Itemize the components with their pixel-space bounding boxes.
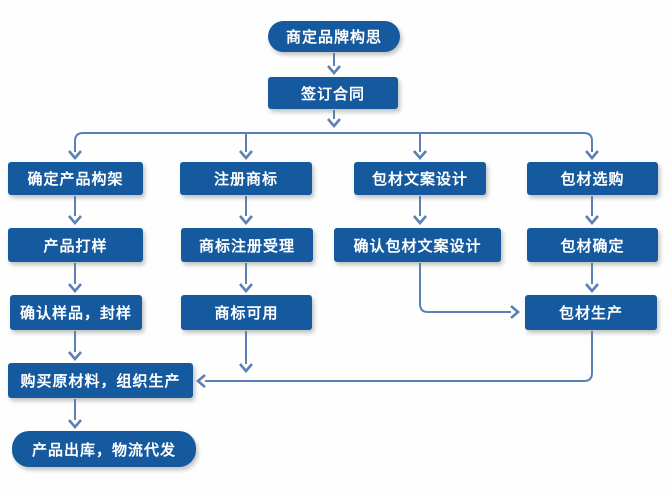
- arrowhead-down: [239, 150, 253, 160]
- arrowhead-down: [413, 150, 427, 160]
- arrowhead-down: [585, 215, 599, 225]
- arrowhead-down: [68, 150, 82, 160]
- arrowhead-down: [327, 118, 341, 128]
- arrowhead-down: [327, 65, 341, 75]
- node-purchase-materials: 购买原材料，组织生产: [8, 363, 193, 398]
- node-trademark-usable: 商标可用: [181, 295, 312, 330]
- arrowhead-down: [68, 419, 82, 429]
- node-packaging-copy-design: 包材文案设计: [354, 162, 486, 195]
- node-register-trademark: 注册商标: [180, 162, 312, 195]
- arrowhead-down: [239, 283, 253, 293]
- node-packaging-selection: 包材选购: [527, 162, 658, 195]
- node-product-sampling: 产品打样: [8, 228, 143, 262]
- arrowhead-down: [68, 283, 82, 293]
- node-sign-contract: 签订合同: [268, 77, 398, 109]
- arrowhead-right: [510, 305, 520, 319]
- edge-line: [419, 263, 511, 313]
- arrowhead-down: [413, 215, 427, 225]
- node-brand-idea: 商定品牌构思: [268, 21, 400, 52]
- node-packaging-confirmed: 包材确定: [527, 228, 658, 262]
- arrowhead-down: [239, 215, 253, 225]
- branch-bar: [74, 132, 593, 152]
- node-confirm-sample-seal: 确认样品，封样: [10, 295, 142, 330]
- edge-line: [205, 331, 593, 382]
- arrowhead-down: [239, 363, 253, 373]
- node-trademark-acceptance: 商标注册受理: [181, 228, 313, 262]
- arrowhead-down: [585, 150, 599, 160]
- node-define-product-structure: 确定产品构架: [8, 162, 143, 195]
- arrowhead-down: [585, 283, 599, 293]
- arrowhead-down: [68, 215, 82, 225]
- node-packaging-production: 包材生产: [525, 295, 657, 330]
- arrowhead-left: [196, 374, 206, 388]
- arrowhead-down: [68, 351, 82, 361]
- node-confirm-packaging-copy: 确认包材文案设计: [334, 228, 501, 262]
- node-product-shipment: 产品出库，物流代发: [12, 431, 196, 467]
